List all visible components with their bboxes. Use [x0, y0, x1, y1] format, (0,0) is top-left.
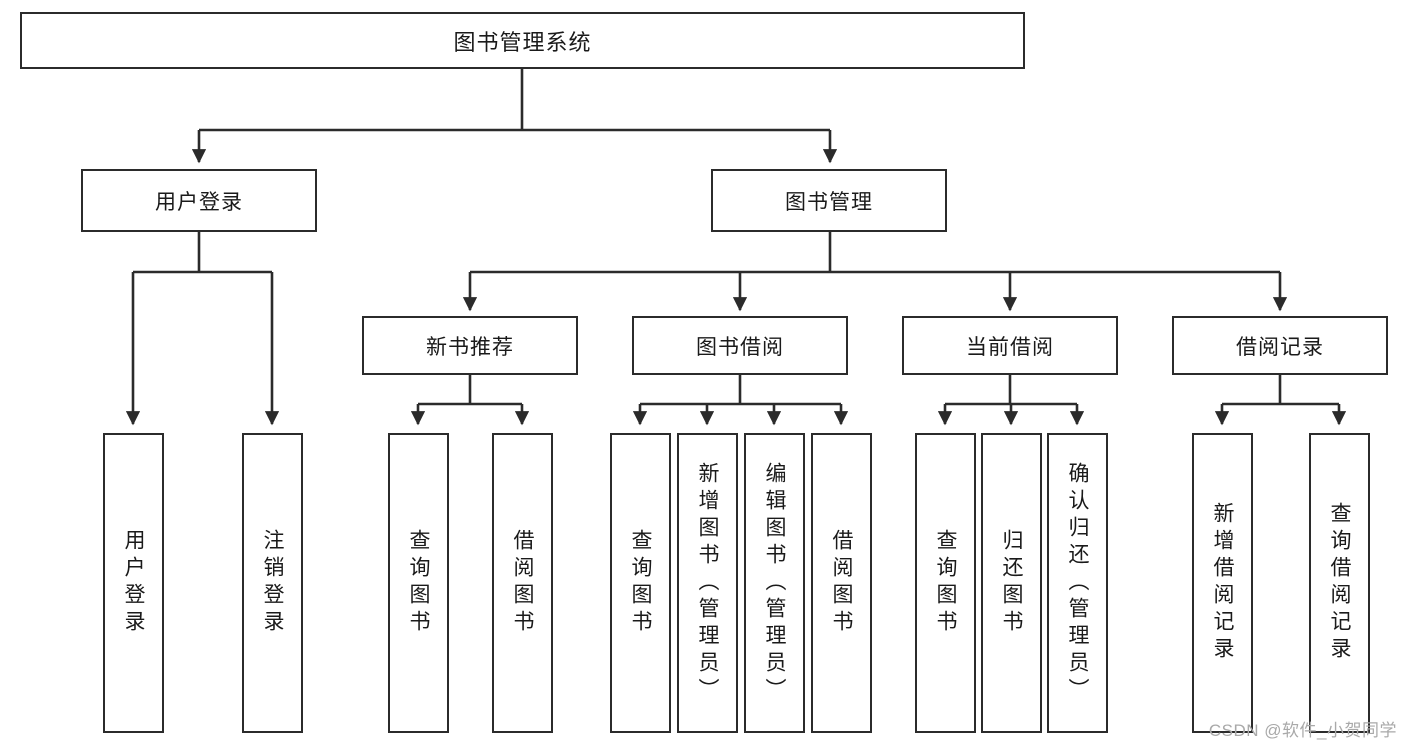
node-book-manage[interactable]: 图书管理 [711, 169, 947, 232]
node-book-borrow[interactable]: 图书借阅 [632, 316, 848, 375]
leaf-user-login-label: 用户登录 [122, 529, 145, 637]
leaf-cb-return-book-label: 归还图书 [1000, 529, 1023, 637]
leaf-nb-query-book[interactable]: 查询图书 [388, 433, 449, 733]
leaf-nb-query-book-label: 查询图书 [407, 529, 430, 637]
leaf-br-query-record-label: 查询借阅记录 [1328, 502, 1351, 664]
node-borrow-record[interactable]: 借阅记录 [1172, 316, 1388, 375]
node-root-label: 图书管理系统 [453, 29, 592, 55]
leaf-nb-borrow-book-label: 借阅图书 [511, 529, 534, 637]
leaf-bb-add-book-label: 新增图书（管理员） [696, 461, 719, 705]
leaf-logout-label: 注销登录 [261, 529, 284, 637]
leaf-user-login[interactable]: 用户登录 [103, 433, 164, 733]
leaf-cb-query-book-label: 查询图书 [934, 529, 957, 637]
leaf-bb-query-book-label: 查询图书 [629, 529, 652, 637]
node-root[interactable]: 图书管理系统 [20, 12, 1025, 69]
leaf-bb-borrow-book-label: 借阅图书 [830, 529, 853, 637]
leaf-nb-borrow-book[interactable]: 借阅图书 [492, 433, 553, 733]
node-user-login-label: 用户登录 [155, 190, 243, 214]
leaf-bb-query-book[interactable]: 查询图书 [610, 433, 671, 733]
leaf-br-add-record-label: 新增借阅记录 [1211, 502, 1234, 664]
leaf-cb-confirm-return[interactable]: 确认归还（管理员） [1047, 433, 1108, 733]
node-borrow-record-label: 借阅记录 [1236, 335, 1324, 359]
node-new-book-recommend-label: 新书推荐 [426, 335, 514, 359]
node-book-manage-label: 图书管理 [785, 190, 873, 214]
node-current-borrow-label: 当前借阅 [966, 335, 1054, 359]
leaf-bb-borrow-book[interactable]: 借阅图书 [811, 433, 872, 733]
node-new-book-recommend[interactable]: 新书推荐 [362, 316, 578, 375]
leaf-cb-return-book[interactable]: 归还图书 [981, 433, 1042, 733]
leaf-logout[interactable]: 注销登录 [242, 433, 303, 733]
node-current-borrow[interactable]: 当前借阅 [902, 316, 1118, 375]
leaf-cb-confirm-return-label: 确认归还（管理员） [1066, 461, 1089, 705]
leaf-bb-add-book[interactable]: 新增图书（管理员） [677, 433, 738, 733]
leaf-br-query-record[interactable]: 查询借阅记录 [1309, 433, 1370, 733]
node-book-borrow-label: 图书借阅 [696, 335, 784, 359]
leaf-bb-edit-book-label: 编辑图书（管理员） [763, 461, 786, 705]
leaf-cb-query-book[interactable]: 查询图书 [915, 433, 976, 733]
leaf-br-add-record[interactable]: 新增借阅记录 [1192, 433, 1253, 733]
leaf-bb-edit-book[interactable]: 编辑图书（管理员） [744, 433, 805, 733]
node-user-login[interactable]: 用户登录 [81, 169, 317, 232]
